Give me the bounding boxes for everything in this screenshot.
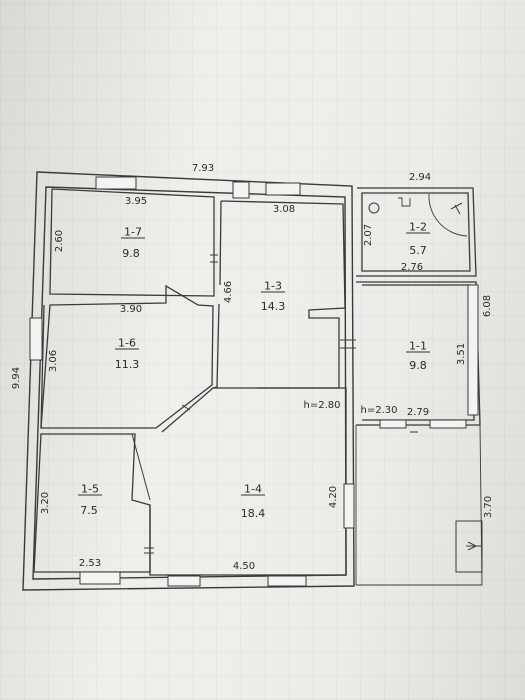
dimension-ticks xyxy=(144,254,418,554)
dim-overall-width: 7.93 xyxy=(191,163,215,174)
room-outline-1-7 xyxy=(49,188,215,297)
room-outline-1-6 xyxy=(40,284,214,429)
room-1-3-label: 1-3 xyxy=(261,281,285,293)
dim-overall-height: 9.94 xyxy=(11,366,22,390)
dim-r16-height: 3.06 xyxy=(48,349,59,373)
dim-r11-height: 3.51 xyxy=(456,342,467,366)
toilet-icon xyxy=(368,202,380,214)
dim-r13-width: 3.08 xyxy=(272,204,296,215)
dim-r11-width-top: 2.76 xyxy=(400,262,424,273)
interior-walls xyxy=(33,188,347,576)
room-1-6-label: 1-6 xyxy=(115,338,139,350)
room-1-5-area: 7.5 xyxy=(80,504,98,517)
room-outline-1-5 xyxy=(33,433,151,573)
dim-r14-height: 4.20 xyxy=(328,485,339,509)
dim-top-bath: 2.94 xyxy=(408,172,432,183)
dim-porch-depth: 3.70 xyxy=(483,495,494,519)
room-1-4-area: 18.4 xyxy=(240,507,266,520)
dim-r12-height: 2.07 xyxy=(363,223,374,247)
dim-r11-ceiling: h=2.30 xyxy=(360,405,398,416)
dim-r11-outer: 6.08 xyxy=(482,294,493,318)
dim-r13-height: 4.66 xyxy=(223,280,234,304)
room-outline-1-4 xyxy=(149,387,347,576)
windows xyxy=(29,176,479,587)
room-1-2-label: 1-2 xyxy=(406,222,430,234)
room-1-5-label: 1-5 xyxy=(78,484,102,496)
room-1-7-label: 1-7 xyxy=(121,227,145,239)
dim-r15-width: 2.53 xyxy=(78,558,102,569)
dim-r17-width: 3.95 xyxy=(124,196,148,207)
room-1-2-area: 5.7 xyxy=(409,244,427,257)
dim-r15-height: 3.20 xyxy=(40,491,51,515)
dim-r11-width-bottom: 2.79 xyxy=(406,407,430,418)
room-1-1-label: 1-1 xyxy=(406,341,430,353)
room-1-3-area: 14.3 xyxy=(260,300,286,313)
room-outline-1-3 xyxy=(220,200,346,389)
dim-r17-height: 2.60 xyxy=(54,229,65,253)
dim-r14-width: 4.50 xyxy=(232,561,256,572)
room-1-7-area: 9.8 xyxy=(122,247,140,260)
room-1-1-area: 9.8 xyxy=(409,359,427,372)
exterior-walls xyxy=(22,171,355,591)
dim-r16-width: 3.90 xyxy=(119,304,143,315)
room-1-4-label: 1-4 xyxy=(241,484,265,496)
room-1-6-area: 11.3 xyxy=(114,358,140,371)
dim-r14-ceiling: h=2.80 xyxy=(303,400,341,411)
